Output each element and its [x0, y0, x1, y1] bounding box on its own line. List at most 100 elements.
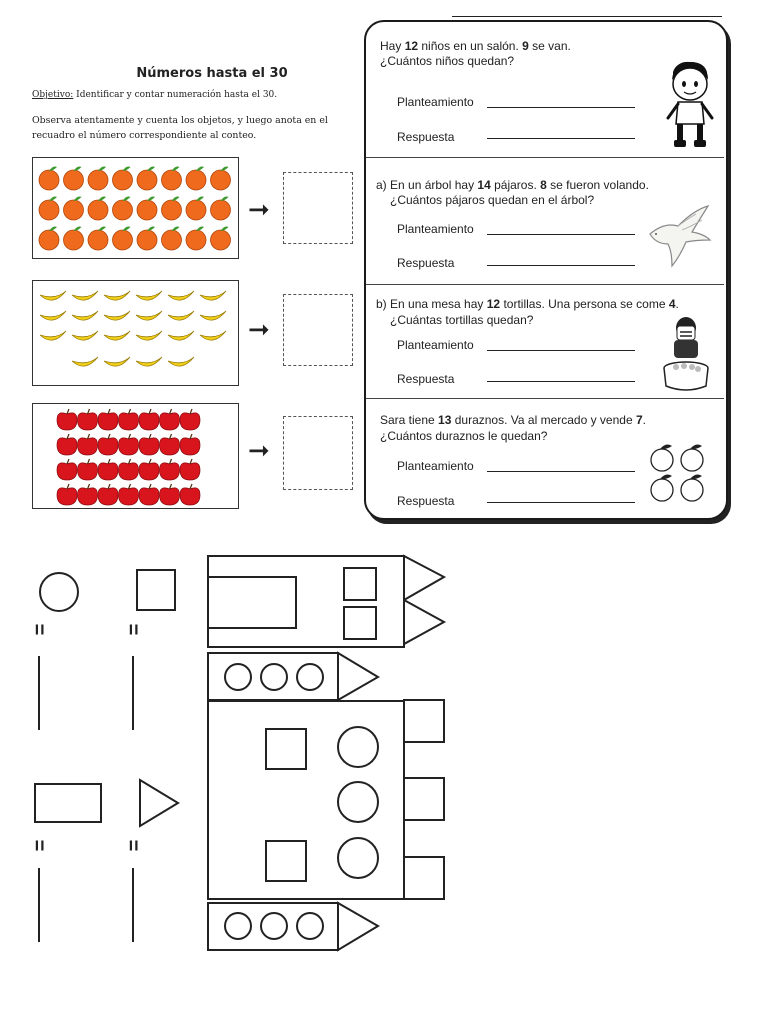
apple-icon: [159, 408, 180, 431]
banana-icon: [103, 356, 131, 367]
circle-shape-icon: [39, 572, 79, 612]
triangle-shape: [403, 554, 447, 602]
triangle-shape-icon: [139, 778, 180, 828]
rectangle-shape: [207, 576, 297, 629]
orange-icon: [210, 166, 231, 191]
banana-icon: [135, 356, 163, 367]
apple-icon: [97, 458, 119, 481]
top-rule: [452, 16, 722, 17]
bananas-graphic: [39, 290, 227, 367]
bananas-box: [32, 280, 239, 386]
orange-icon: [136, 196, 158, 221]
banana-icon: [167, 356, 195, 367]
orange-icon: [38, 226, 60, 251]
problem-2-respuesta-field[interactable]: [487, 265, 635, 266]
orange-icon: [63, 166, 84, 191]
problem-3-question: ¿Cuántas tortillas quedan?: [390, 313, 534, 327]
banana-icon: [167, 290, 195, 301]
circle-shape: [260, 912, 288, 940]
apple-icon: [56, 458, 78, 481]
arrow-icon: ➞: [248, 315, 270, 345]
answer-box-bananas[interactable]: [283, 294, 353, 366]
square-shape: [403, 699, 445, 743]
answer-box-oranges[interactable]: [283, 172, 353, 244]
apple-icon: [179, 458, 201, 481]
banana-icon: [71, 356, 99, 367]
apple-icon: [97, 483, 119, 506]
orange-icon: [136, 226, 158, 251]
equals-sign: =: [121, 623, 144, 636]
banana-icon: [39, 310, 67, 321]
problem-4-planteamiento-label: Planteamiento: [397, 459, 474, 473]
problem-4-planteamiento-field[interactable]: [487, 471, 635, 472]
circle-shape: [224, 912, 252, 940]
square-shape: [403, 856, 445, 900]
apple-icon: [118, 458, 139, 481]
orange-icon: [38, 196, 60, 221]
orange-icon: [112, 226, 133, 251]
orange-icon: [161, 226, 182, 251]
apple-icon: [118, 483, 139, 506]
circle-shape: [337, 781, 379, 823]
apple-icon: [179, 483, 201, 506]
orange-icon: [87, 196, 109, 221]
orange-icon: [87, 226, 109, 251]
orange-icon: [185, 196, 207, 221]
apple-icon: [138, 458, 160, 481]
apples-box: [32, 403, 239, 509]
problem-2-planteamiento-field[interactable]: [487, 234, 635, 235]
problem-1-planteamiento-field[interactable]: [487, 107, 635, 108]
shape-figure: [207, 554, 447, 952]
problem-4-respuesta-field[interactable]: [487, 502, 635, 503]
orange-icon: [185, 226, 207, 251]
word-problems-panel: [364, 20, 728, 520]
shape-count-key: [34, 569, 180, 942]
apple-icon: [138, 483, 160, 506]
problem-4-question: ¿Cuántos duraznos le quedan?: [380, 429, 548, 443]
arrow-icon: ➞: [248, 436, 270, 466]
objective: Objetivo: Identificar y contar numeració…: [32, 90, 277, 100]
apples-graphic: [56, 408, 201, 506]
apple-icon: [56, 433, 78, 456]
apple-icon: [159, 483, 180, 506]
orange-icon: [63, 226, 84, 251]
orange-icon: [210, 196, 231, 221]
banana-icon: [39, 330, 67, 341]
worksheet-title: Números hasta el 30: [136, 66, 288, 81]
orange-icon: [161, 196, 182, 221]
problem-4-statement: Sara tiene 13 duraznos. Va al mercado y …: [380, 413, 646, 427]
orange-icon: [136, 166, 158, 191]
apple-icon: [179, 408, 201, 431]
orange-icon: [210, 226, 231, 251]
equals-sign: =: [27, 839, 50, 852]
section-divider: [366, 398, 724, 399]
banana-icon: [135, 310, 163, 321]
problem-2-planteamiento-label: Planteamiento: [397, 222, 474, 236]
instructions: Observa atentamente y cuenta los objetos…: [32, 115, 328, 141]
apple-icon: [138, 408, 160, 431]
answer-box-apples[interactable]: [283, 416, 353, 490]
problem-1-respuesta-field[interactable]: [487, 138, 635, 139]
apple-icon: [56, 483, 78, 506]
problem-2-respuesta-label: Respuesta: [397, 256, 455, 270]
tortilla-person-icon: [663, 317, 709, 391]
problem-3-respuesta-field[interactable]: [487, 381, 635, 382]
apple-icon: [97, 433, 119, 456]
oranges-box: [32, 157, 239, 259]
apple-icon: [77, 433, 98, 456]
apple-icon: [77, 408, 98, 431]
square-shape: [343, 567, 377, 601]
problem-2-question: ¿Cuántos pájaros quedan en el árbol?: [390, 193, 595, 207]
banana-icon: [199, 330, 227, 341]
apple-icon: [56, 408, 78, 431]
equals-sign: =: [121, 839, 144, 852]
apple-icon: [77, 458, 98, 481]
problem-2-statement: a) En un árbol hay 14 pájaros. 8 se fuer…: [376, 178, 649, 192]
problem-3-planteamiento-field[interactable]: [487, 350, 635, 351]
apple-icon: [159, 458, 180, 481]
problem-4-respuesta-label: Respuesta: [397, 494, 455, 508]
banana-icon: [167, 330, 195, 341]
triangle-shape: [337, 901, 380, 952]
problem-1-planteamiento-label: Planteamiento: [397, 95, 474, 109]
banana-icon: [199, 290, 227, 301]
